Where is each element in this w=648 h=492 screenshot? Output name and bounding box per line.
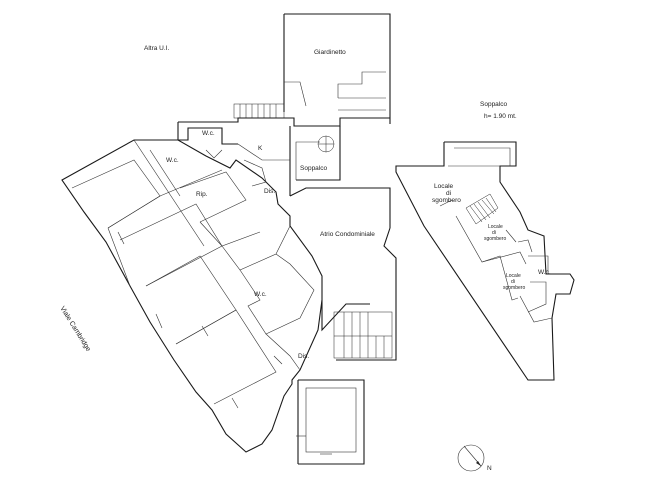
- label-other-unit: Altra U.I.: [144, 45, 169, 52]
- label-junk-room-2-line-2: di: [492, 230, 496, 236]
- label-mezzanine-small: Soppalco: [300, 165, 327, 172]
- label-mezzanine-title: Soppalco: [480, 101, 507, 108]
- upper-rooms: [177, 117, 390, 196]
- label-street: Viale Cambridge: [58, 305, 91, 353]
- label-junk-room-1-line-1: Locale: [434, 183, 454, 190]
- label-wc-middle: W.c.: [254, 291, 267, 298]
- north-arrow: [457, 444, 485, 472]
- label-wc-upper: W.c.: [202, 130, 215, 137]
- common-atrium: [289, 187, 397, 361]
- apartment-main: [61, 139, 323, 453]
- label-junk-room-2-line-3: sgombero: [484, 236, 506, 242]
- label-junk-room-1-line-3: sgombero: [432, 197, 461, 204]
- label-wc-left: W.c.: [166, 157, 179, 164]
- label-mezzanine-height: h= 1.90 mt.: [484, 113, 517, 120]
- lower-room: [296, 379, 365, 465]
- label-wc-mezzanine: W.c.: [538, 269, 551, 276]
- mezzanine-plan: [395, 141, 575, 381]
- label-junk-room-3-line-3: sgombero: [503, 285, 525, 291]
- label-garden: Giardinetto: [314, 49, 346, 56]
- label-kitchen: K: [258, 145, 263, 152]
- label-common-atrium: Atrio Condominiale: [320, 231, 375, 238]
- label-corridor-lower: Dis.: [298, 353, 309, 360]
- label-north: N: [487, 465, 492, 472]
- label-corridor-upper: Dis.: [264, 188, 275, 195]
- label-junk-room-1-line-2: di: [446, 190, 451, 197]
- entrance-stair: [233, 103, 285, 119]
- garden-area: [283, 13, 391, 124]
- label-junk-room-3-line-2: di: [511, 279, 515, 285]
- label-junk-room-3-line-1: Locale: [506, 273, 521, 279]
- label-storage: Rip.: [196, 191, 208, 198]
- label-junk-room-2-line-1: Locale: [488, 224, 503, 230]
